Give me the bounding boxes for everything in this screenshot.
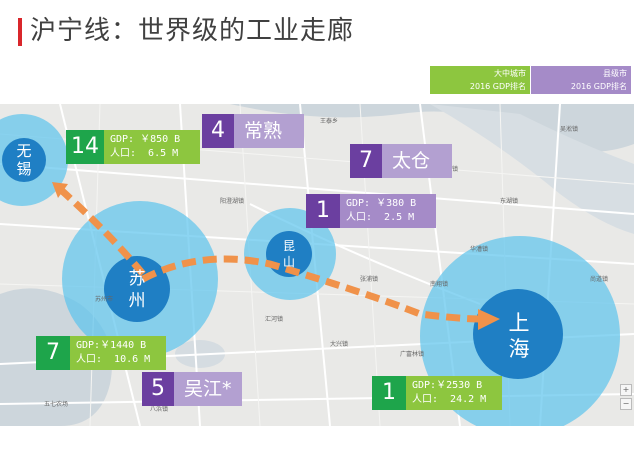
map-label: 广富林镇 bbox=[400, 351, 425, 358]
taicang-rank-badge: 7 bbox=[350, 144, 382, 178]
legend-county-line1: 县级市 bbox=[603, 69, 627, 78]
map-label: 大兴镇 bbox=[330, 341, 349, 348]
legend-county-line2: 2016 GDP排名 bbox=[570, 82, 627, 91]
map-label: 南翔镇 bbox=[430, 281, 449, 288]
arrow-head-wuxi bbox=[52, 182, 68, 198]
map-label: 张浦镇 bbox=[360, 276, 379, 283]
arrow-suzhou-wuxi bbox=[57, 186, 146, 277]
legend-county-rank: 县级市 2016 GDP排名 bbox=[531, 66, 631, 94]
kunshan-info-card: GDP: ￥380 B 人口: 2.5 M bbox=[340, 194, 436, 228]
zoom-in-button[interactable]: + bbox=[620, 384, 632, 396]
map-label: 王泰乡 bbox=[320, 118, 339, 125]
arrow-suzhou-shanghai bbox=[141, 255, 481, 323]
wuxi-population: 人口: 6.5 M bbox=[110, 148, 179, 159]
wuxi-gdp: GDP: ￥850 B bbox=[110, 134, 181, 145]
legend-city-line2: 2016 GDP排名 bbox=[469, 82, 526, 91]
map-label: 五七农场 bbox=[44, 401, 69, 408]
suzhou-rank-badge: 7 bbox=[36, 336, 70, 370]
shanghai-label: 上 海 bbox=[508, 311, 530, 361]
map-label: 汇河镇 bbox=[265, 316, 284, 323]
shanghai-population: 人口: 24.2 M bbox=[412, 394, 487, 405]
wuxi-rank-badge: 14 bbox=[66, 130, 104, 164]
taicang-name: 太仓 bbox=[382, 144, 452, 178]
map-label: 尚道镇 bbox=[590, 276, 609, 283]
wuxi-info-card: GDP: ￥850 B 人口: 6.5 M bbox=[104, 130, 200, 164]
river-estuary bbox=[430, 104, 634, 234]
suzhou-info-card: GDP:￥1440 B 人口: 10.6 M bbox=[70, 336, 166, 370]
kunshan-gdp: GDP: ￥380 B bbox=[346, 198, 417, 209]
suzhou-population: 人口: 10.6 M bbox=[76, 354, 151, 365]
map-label: 八浜镇 bbox=[150, 406, 169, 413]
yangtze-river bbox=[230, 104, 634, 152]
kunshan-rank-badge: 1 bbox=[306, 194, 340, 228]
map-label: 吴淞镇 bbox=[560, 126, 579, 133]
shanghai-rank-badge: 1 bbox=[372, 376, 406, 410]
map-label: 苏州市 bbox=[95, 296, 114, 303]
arrow-head-shanghai bbox=[478, 309, 500, 330]
legend-city-rank: 大中城市 2016 GDP排名 bbox=[430, 66, 530, 94]
legend-city-line1: 大中城市 bbox=[494, 69, 526, 78]
map-graphics bbox=[0, 104, 634, 426]
shanghai-info-card: GDP:￥2530 B 人口: 24.2 M bbox=[406, 376, 502, 410]
kunshan-label: 昆 山 bbox=[282, 239, 295, 269]
wuxi-label: 无 锡 bbox=[16, 142, 32, 178]
shanghai-core-circle bbox=[473, 289, 563, 379]
map-label: 东湖镇 bbox=[500, 198, 519, 205]
changshu-rank-badge: 4 bbox=[202, 114, 234, 148]
zoom-out-button[interactable]: − bbox=[620, 398, 632, 410]
page-title: 沪宁线：世界级的工业走廊 bbox=[30, 16, 355, 46]
wuxi-core-circle bbox=[2, 138, 46, 182]
kunshan-population: 人口: 2.5 M bbox=[346, 212, 415, 223]
wujiang-rank-badge: 5 bbox=[142, 372, 174, 406]
map-label: 阳澄湖镇 bbox=[220, 198, 245, 205]
suzhou-label: 苏 州 bbox=[128, 269, 146, 311]
title-accent-bar bbox=[18, 18, 22, 46]
wujiang-name: 吴江* bbox=[174, 372, 242, 406]
changshu-name: 常熟 bbox=[234, 114, 304, 148]
map-label: 华漕镇 bbox=[470, 246, 489, 253]
map-view[interactable]: 王泰乡 东湖镇 太仓镇 张浦镇 阳澄湖镇 苏州市 五七农场 大兴镇 汇河镇 八浜… bbox=[0, 104, 634, 426]
suzhou-gdp: GDP:￥1440 B bbox=[76, 340, 147, 351]
shanghai-gdp: GDP:￥2530 B bbox=[412, 380, 483, 391]
